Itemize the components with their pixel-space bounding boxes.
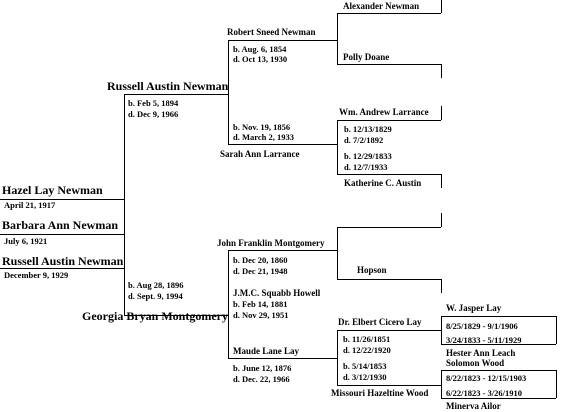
pgf-birth: b. Aug. 6, 1854 [233, 44, 287, 54]
minerva-name: Minerva Ailor [446, 401, 501, 411]
minerva-dates: 6/22/1823 - 3/26/1910 [446, 388, 523, 398]
pgf-line [228, 40, 337, 41]
father-parents-vertical-line [228, 40, 229, 144]
elbert-name: Dr. Elbert Cicero Lay [338, 317, 422, 327]
mgf-parents-vertical-line [337, 227, 338, 279]
elbert-parents-vertical-line [441, 316, 442, 344]
minerva-line [441, 398, 556, 399]
solomon-end-tick [556, 370, 557, 398]
pgm-line [228, 144, 337, 145]
barbara-name: Barbara Ann Newman [2, 218, 119, 232]
pgf-name: Robert Sneed Newman [227, 27, 316, 37]
mgf-name: John Franklin Montgomery [217, 238, 325, 248]
father-birth: b. Feb 5, 1894 [128, 98, 179, 108]
katherine-end-tick [441, 174, 442, 188]
wm-larrance-end-tick [441, 106, 442, 120]
katherine-birth: b. 12/29/1833 [344, 151, 392, 161]
elbert-birth: b. 11/26/1851 [343, 334, 391, 344]
mgm-line [228, 358, 337, 359]
missouri-line [337, 385, 441, 386]
mother-birth: b. Aug 28, 1896 [128, 280, 184, 290]
solomon-line [441, 370, 556, 371]
hopson-line [337, 279, 441, 280]
wm-larrance-name: Wm. Andrew Larrance [339, 107, 429, 117]
barbara-connector-line [0, 234, 124, 235]
mgm-birth: b. June 12, 1876 [233, 363, 292, 373]
alexander-line [337, 13, 441, 14]
hester-line [441, 344, 556, 345]
missouri-birth: b. 5/14/1853 [343, 361, 387, 371]
father-death: d. Dec 9, 1966 [128, 109, 179, 119]
mother-name: Georgia Bryan Montgomery [82, 309, 228, 323]
russell-jr-date: December 9, 1929 [4, 270, 69, 280]
mother-line [124, 315, 228, 316]
mgm-name: Maude Lane Lay [233, 346, 300, 356]
jasper-end-tick [556, 316, 557, 344]
squabb-birth: b. Feb 14, 1881 [233, 299, 288, 309]
katherine-death: d. 12/7/1933 [344, 162, 388, 172]
solomon-name: Solomon Wood [446, 358, 505, 368]
wm-larrance-line [337, 120, 441, 121]
wm-larrance-death: d. 7/2/1892 [344, 135, 384, 145]
missouri-death: d. 3/12/1930 [343, 372, 387, 382]
pgf-parents-vertical-line [337, 13, 338, 64]
polly-line [337, 64, 441, 65]
mgm-death: d. Dec. 22, 1966 [233, 374, 290, 384]
russell-jr-connector-line [0, 268, 124, 269]
parents-vertical-line [124, 94, 125, 315]
jasper-dates: 8/25/1829 - 9/1/1906 [446, 321, 518, 331]
hopson-name: Hopson [357, 265, 387, 275]
hazel-name: Hazel Lay Newman [2, 183, 103, 197]
pgm-parents-vertical-line [337, 120, 338, 174]
mother-parents-vertical-line [228, 250, 229, 358]
russell-jr-name: Russell Austin Newman Jr. [2, 255, 124, 267]
hopson-end-tick [441, 279, 442, 293]
squabb-name: J.M.C. Squabb Howell [233, 288, 321, 298]
pgm-name: Sarah Ann Larrance [220, 149, 300, 159]
father-line [124, 94, 228, 95]
katherine-name: Katherine C. Austin [344, 178, 422, 188]
mgf-father-line [337, 227, 441, 228]
polly-end-tick [441, 64, 442, 78]
father-name: Russell Austin Newman [107, 79, 229, 93]
mgf-death: d. Dec 21, 1948 [233, 266, 288, 276]
mother-death: d. Sept. 9, 1994 [128, 291, 183, 301]
hazel-connector-line [0, 199, 124, 200]
elbert-line [337, 330, 441, 331]
pgm-birth: b. Nov. 19, 1856 [233, 122, 291, 132]
pgm-death: d. March 2, 1933 [233, 132, 294, 142]
missouri-parents-vertical-line [441, 370, 442, 398]
elbert-death: d. 12/22/1920 [343, 345, 391, 355]
jasper-line [441, 316, 556, 317]
mgf-line [228, 250, 337, 251]
polly-name: Polly Doane [343, 52, 390, 62]
mgf-father-end-tick [441, 213, 442, 227]
squabb-death: d. Nov 29, 1951 [233, 310, 289, 320]
solomon-dates: 8/22/1823 - 12/15/1903 [446, 373, 527, 383]
katherine-line [337, 174, 441, 175]
mgm-parents-vertical-line [337, 330, 338, 385]
wm-larrance-birth: b. 12/13/1829 [344, 124, 392, 134]
hester-name: Hester Ann Leach [446, 348, 516, 358]
mgf-birth: b. Dec 20, 1860 [233, 255, 288, 265]
hester-dates: 3/24/1833 - 5/11/1929 [446, 335, 522, 345]
barbara-date: July 6, 1921 [4, 236, 48, 246]
alexander-end-tick [441, 0, 442, 13]
hazel-date: April 21, 1917 [4, 200, 56, 210]
missouri-name: Missouri Hazeltine Wood [331, 388, 429, 398]
pgf-death: d. Oct 13, 1930 [233, 54, 288, 64]
alexander-name: Alexander Newman [343, 1, 420, 11]
jasper-name: W. Jasper Lay [446, 303, 502, 313]
